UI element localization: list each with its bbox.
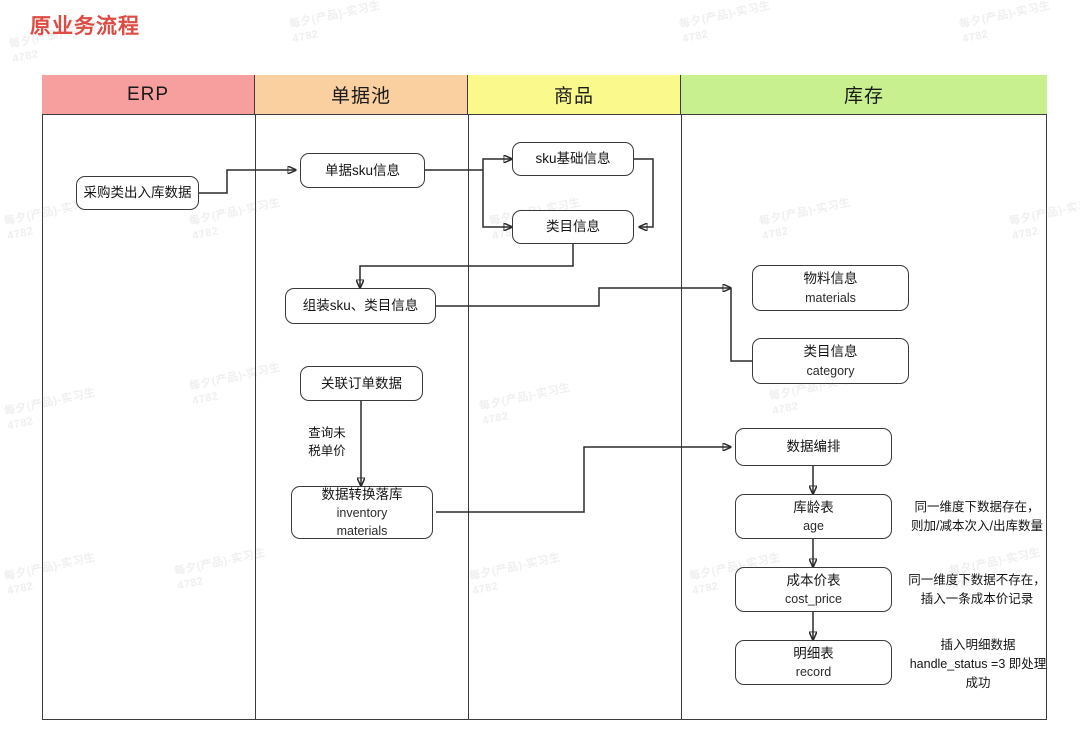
lane-header-erp: ERP bbox=[42, 75, 255, 115]
note-age-rule: 同一维度下数据存在， 则加/减本次入/出库数量 bbox=[911, 500, 1043, 533]
node-record-table[interactable]: 明细表 record bbox=[735, 640, 892, 685]
node-category-table[interactable]: 类目信息 category bbox=[752, 338, 909, 384]
lane-header-product: 商品 bbox=[468, 75, 681, 115]
lane-divider-3 bbox=[681, 115, 682, 720]
node-cost-price-table[interactable]: 成本价表 cost_price bbox=[735, 567, 892, 612]
swimlane-header-row: ERP 单据池 商品 库存 bbox=[42, 75, 1047, 115]
note-record-rule: 插入明细数据 handle_status =3 即处理 成功 bbox=[909, 638, 1047, 690]
node-data-arrange[interactable]: 数据编排 bbox=[735, 428, 892, 466]
node-assemble-sku-category[interactable]: 组装sku、类目信息 bbox=[285, 288, 436, 324]
node-doc-sku-info[interactable]: 单据sku信息 bbox=[300, 153, 425, 188]
note-cost-rule: 同一维度下数据不存在， 插入一条成本价记录 bbox=[908, 573, 1046, 606]
node-sku-base-info[interactable]: sku基础信息 bbox=[512, 142, 634, 176]
node-link-order-data[interactable]: 关联订单数据 bbox=[300, 366, 423, 401]
node-purchase-data[interactable]: 采购类出入库数据 bbox=[76, 176, 199, 210]
lane-divider-2 bbox=[468, 115, 469, 720]
edge-label-query-untaxed-price: 查询未 税单价 bbox=[308, 426, 346, 459]
node-transform-to-db[interactable]: 数据转换落库 inventory materials bbox=[291, 486, 433, 539]
lane-divider-1 bbox=[255, 115, 256, 720]
node-age-table[interactable]: 库龄表 age bbox=[735, 494, 892, 539]
node-materials-table[interactable]: 物料信息 materials bbox=[752, 265, 909, 311]
lane-header-doc-pool: 单据池 bbox=[255, 75, 468, 115]
page-title: 原业务流程 bbox=[30, 15, 140, 38]
lane-header-inventory: 库存 bbox=[681, 75, 1047, 115]
node-category-info[interactable]: 类目信息 bbox=[512, 210, 634, 244]
